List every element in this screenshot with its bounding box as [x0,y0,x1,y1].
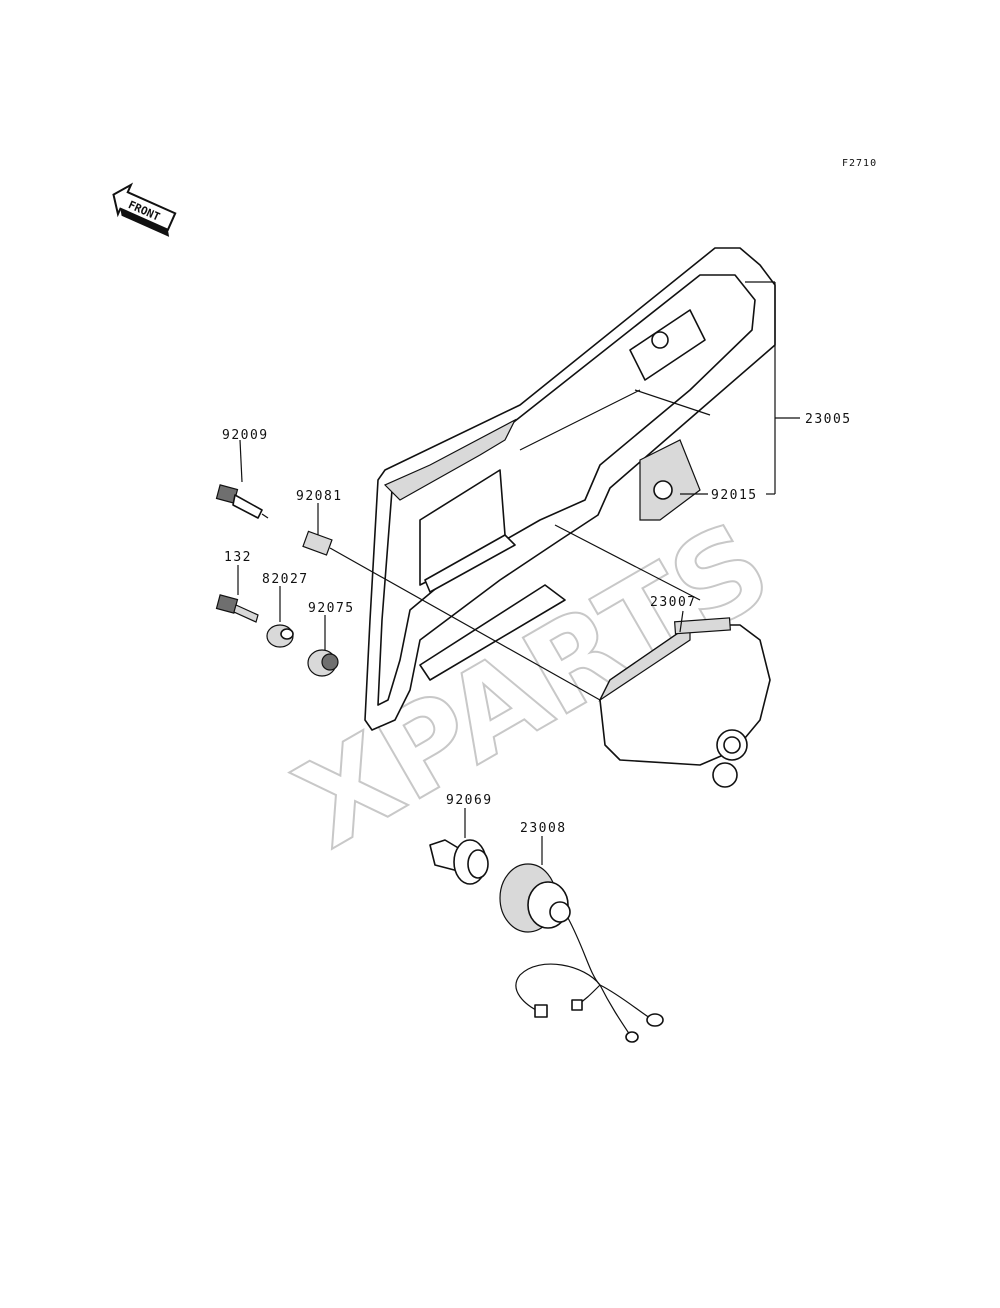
label-23007: 23007 [650,595,697,610]
label-23008: 23008 [520,821,567,836]
label-82027: 82027 [262,572,309,587]
label-23005: 23005 [805,412,852,427]
collar-82027 [266,624,294,648]
label-132: 132 [224,550,252,565]
label-92075: 92075 [308,601,355,616]
front-arrow-icon: FRONT [112,182,177,237]
grommet-92075 [307,649,339,677]
label-92015: 92015 [711,488,758,503]
headlight-unit [598,617,771,788]
label-92069: 92069 [446,793,493,808]
bolt-132 [215,594,259,623]
headlight-cover [364,247,776,731]
label-92081: 92081 [296,489,343,504]
part-92081 [302,530,333,556]
label-92009: 92009 [222,428,269,443]
screw-92009 [215,484,269,519]
bulb-92069 [429,839,489,885]
figure-id: F2710 [842,158,877,169]
socket-23008 [499,863,664,1043]
bracket-92015 [639,439,701,521]
